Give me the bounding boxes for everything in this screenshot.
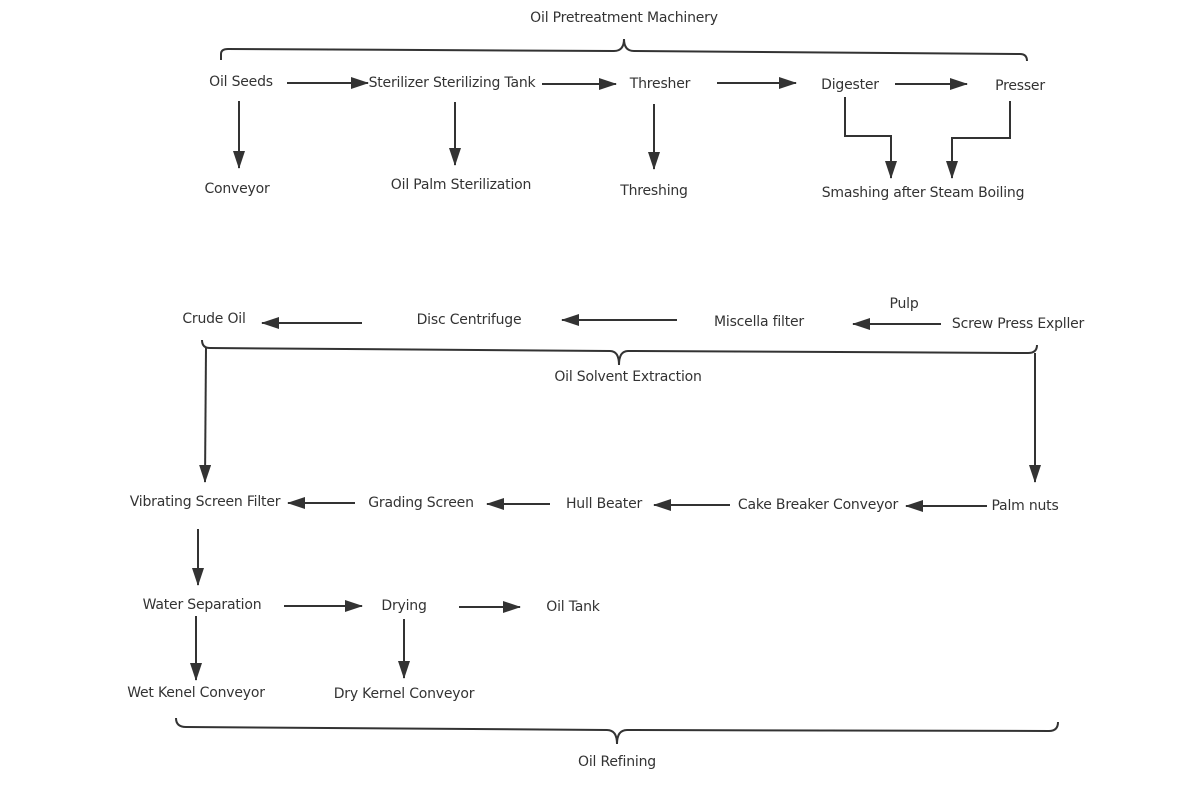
edge-crude-vibrating [199,347,212,483]
node-oil-tank: Oil Tank [546,599,600,615]
edge-label-pulp: Pulp [889,296,919,312]
node-dry-kernel-conveyor: Dry Kernel Conveyor [333,686,475,702]
node-vibrating-screen: Vibrating Screen Filter [129,494,281,510]
brace-pretreatment [220,38,1028,62]
node-oil-seeds: Oil Seeds [209,74,273,90]
group-label-refining: Oil Refining [578,754,656,770]
node-drying: Drying [381,598,427,614]
node-thresher: Thresher [629,76,691,92]
node-crude-oil: Crude Oil [182,311,246,327]
node-water-separation: Water Separation [142,597,262,613]
group-label-pretreatment: Oil Pretreatment Machinery [530,10,718,26]
node-digester: Digester [821,77,879,93]
node-miscella-filter: Miscella filter [714,314,804,330]
node-presser: Presser [995,78,1045,94]
node-conveyor: Conveyor [204,181,270,197]
node-wet-kenel-conveyor: Wet Kenel Conveyor [127,685,265,701]
node-disc-centrifuge: Disc Centrifuge [416,312,522,328]
edge-presser-smashing [946,101,1011,179]
node-oil-palm-sterilization: Oil Palm Sterilization [390,177,532,193]
node-screw-press: Screw Press Expller [951,316,1085,332]
node-smashing: Smashing after Steam Boiling [821,185,1025,201]
brace-refining [175,717,1059,745]
brace-solvent [201,339,1038,366]
node-threshing: Threshing [620,183,688,199]
node-hull-beater: Hull Beater [565,496,643,512]
group-label-solvent: Oil Solvent Extraction [554,369,702,385]
node-grading-screen: Grading Screen [368,495,474,511]
node-sterilizer: Sterilizer Sterilizing Tank [368,75,536,91]
node-palm-nuts: Palm nuts [991,498,1059,514]
edge-digester-smashing [844,97,897,179]
node-cake-breaker: Cake Breaker Conveyor [737,497,899,513]
